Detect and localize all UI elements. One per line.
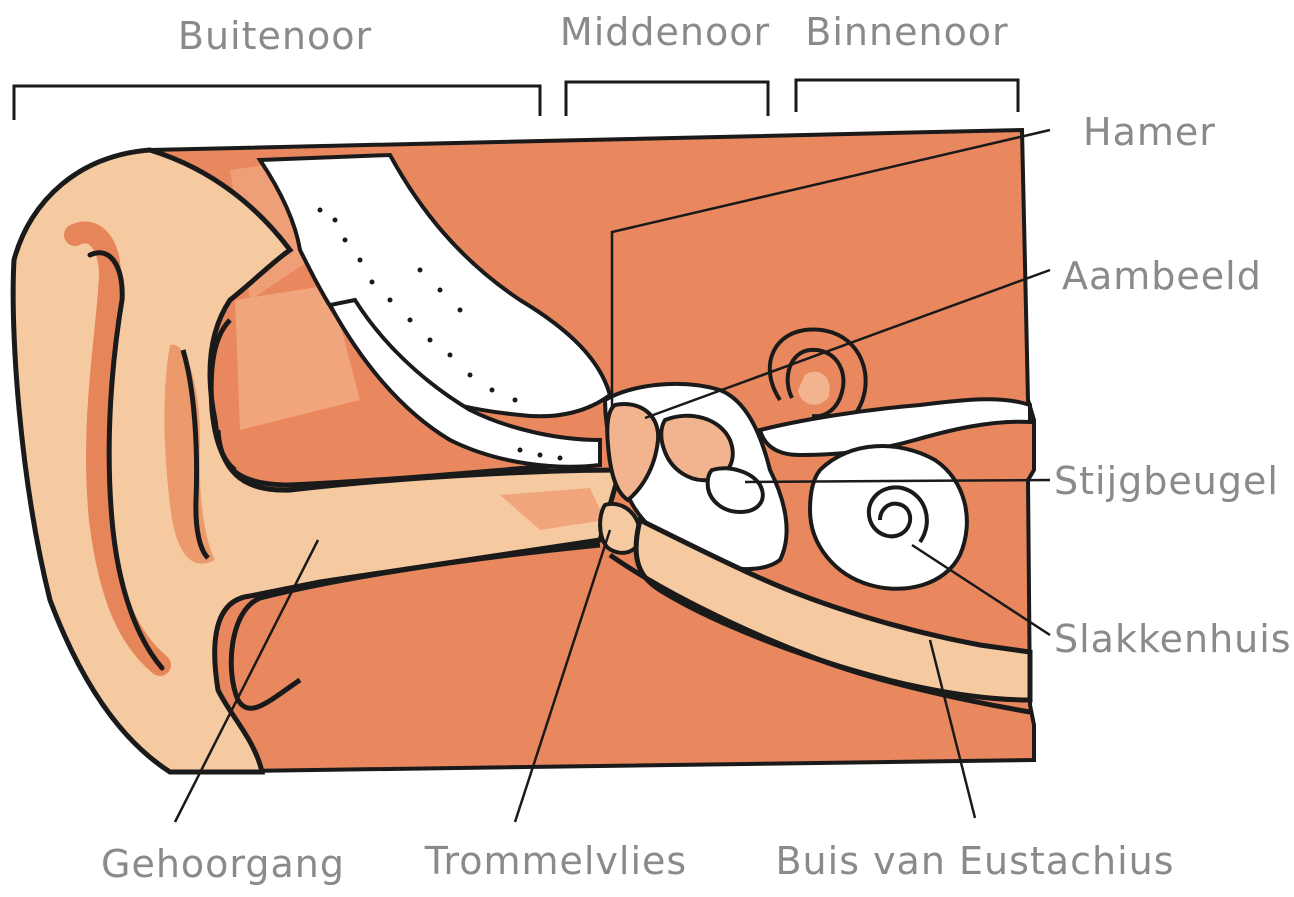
label-stijgbeugel: Stijgbeugel [1054,462,1279,500]
label-trommelvlies: Trommelvlies [425,842,687,880]
bracket-middenoor [566,82,768,116]
label-slakkenhuis: Slakkenhuis [1054,620,1292,658]
label-aambeeld: Aambeeld [1062,257,1262,295]
section-label-buitenoor: Buitenoor [178,17,372,55]
label-gehoorgang: Gehoorgang [101,845,345,883]
bracket-binnenoor [796,80,1018,112]
section-brackets [14,80,1018,120]
section-label-middenoor: Middenoor [560,13,770,51]
bracket-buitenoor [14,86,540,120]
label-hamer: Hamer [1083,113,1216,151]
section-label-binnenoor: Binnenoor [805,13,1008,51]
label-buis-van-eustachius: Buis van Eustachius [775,842,1174,880]
